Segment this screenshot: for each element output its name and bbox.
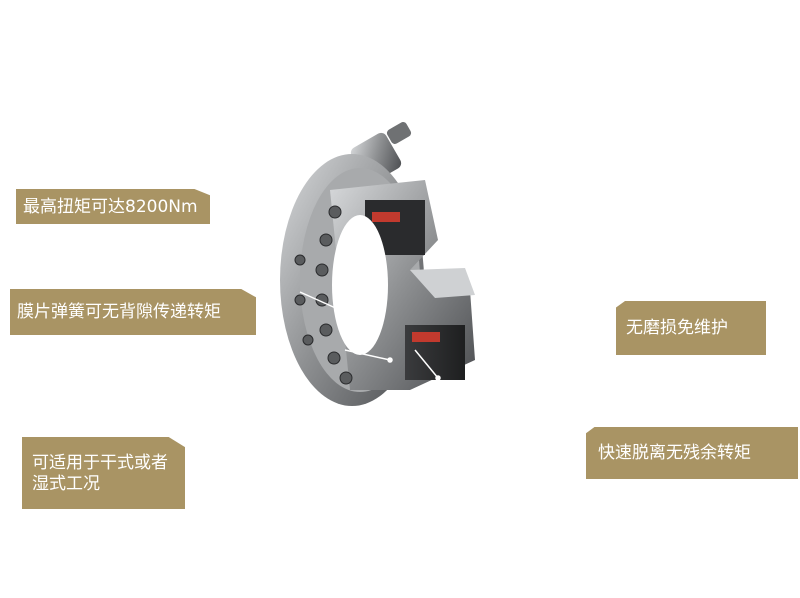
clutch-coupling-illustration xyxy=(280,122,475,406)
feature-tag-maintenance: 无磨损免维护 xyxy=(616,301,766,355)
feature-tag-text: 最高扭矩可达8200Nm xyxy=(23,197,198,217)
feature-tag-condition: 可适用于干式或者 湿式工况 xyxy=(22,437,185,509)
feature-tag-text: 快速脱离无残余转矩 xyxy=(598,443,751,463)
feature-tag-text: 膜片弹簧可无背隙传递转矩 xyxy=(17,302,221,322)
feature-tag-disengage: 快速脱离无残余转矩 xyxy=(586,427,798,479)
feature-tag-text-line2: 湿式工况 xyxy=(32,474,100,494)
feature-tag-torque: 最高扭矩可达8200Nm xyxy=(16,189,210,224)
feature-tag-text: 无磨损免维护 xyxy=(626,318,728,338)
feature-tag-text-line1: 可适用于干式或者 xyxy=(32,453,168,473)
feature-tag-spring: 膜片弹簧可无背隙传递转矩 xyxy=(10,289,256,335)
